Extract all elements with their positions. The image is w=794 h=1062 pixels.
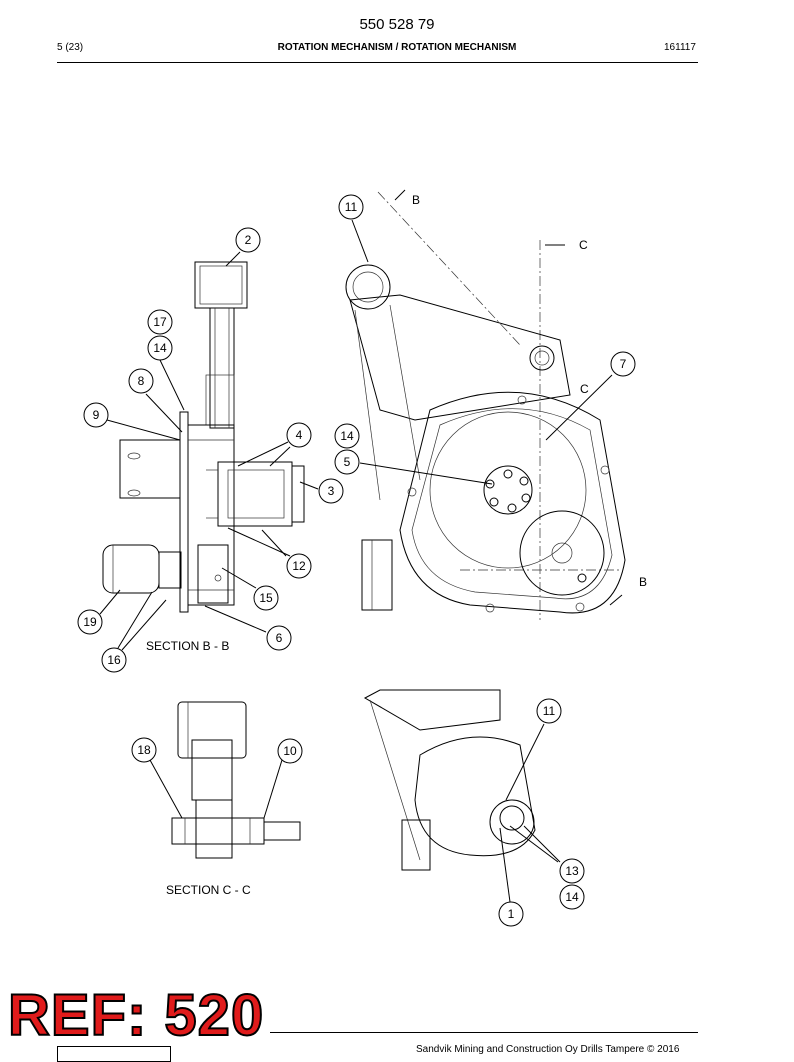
main-view-drawing (345, 189, 626, 620)
callout-10: 10 (277, 738, 303, 764)
svg-text:3: 3 (328, 484, 335, 498)
svg-text:16: 16 (107, 653, 121, 667)
callout-11-top: 11 (338, 194, 364, 220)
document-number: 550 528 79 (359, 16, 435, 33)
callout-12: 12 (286, 553, 312, 579)
callout-2: 2 (235, 227, 261, 253)
callout-14-bottom: 14 (559, 884, 585, 910)
svg-text:17: 17 (153, 315, 167, 329)
svg-text:4: 4 (296, 428, 303, 442)
svg-text:11: 11 (543, 704, 556, 718)
svg-text:14: 14 (153, 341, 167, 355)
callout-19: 19 (77, 609, 103, 635)
callout-8: 8 (128, 368, 154, 394)
svg-text:13: 13 (565, 864, 579, 878)
section-bb-drawing (102, 261, 305, 613)
callout-15: 15 (253, 585, 279, 611)
footer-copyright: Sandvik Mining and Construction Oy Drill… (416, 1044, 680, 1055)
footer-divider (270, 1032, 698, 1033)
svg-text:7: 7 (620, 357, 627, 371)
callout-16: 16 (101, 647, 127, 673)
svg-text:11: 11 (345, 200, 358, 214)
svg-text:19: 19 (83, 615, 97, 629)
page-number: 5 (23) (57, 42, 84, 53)
logo-box (57, 1046, 171, 1062)
svg-text:6: 6 (276, 631, 283, 645)
ref-stamp: REF: 520 (7, 982, 265, 1049)
bottom-view-drawing (363, 689, 536, 871)
svg-text:5: 5 (344, 455, 351, 469)
svg-text:14: 14 (565, 890, 579, 904)
callout-7: 7 (610, 351, 636, 377)
svg-text:18: 18 (137, 743, 151, 757)
header-divider (57, 62, 698, 63)
callout-5: 5 (334, 449, 360, 475)
svg-text:9: 9 (93, 408, 100, 422)
section-cc-drawing (171, 701, 301, 859)
callout-11-bottom: 11 (536, 698, 562, 724)
callout-9: 9 (83, 402, 109, 428)
callout-18: 18 (131, 737, 157, 763)
section-b-marker-bottom: B (639, 575, 647, 589)
callout-4: 4 (286, 422, 312, 448)
callout-1: 1 (498, 901, 524, 927)
section-c-marker-top: C (579, 238, 588, 252)
svg-text:15: 15 (259, 591, 273, 605)
document-date: 161117 (664, 42, 696, 53)
callout-13: 13 (559, 858, 585, 884)
page-title: ROTATION MECHANISM / ROTATION MECHANISM (277, 42, 517, 53)
section-cc-label: SECTION C - C (166, 883, 251, 897)
svg-text:2: 2 (245, 233, 252, 247)
svg-text:14: 14 (340, 429, 354, 443)
svg-text:12: 12 (292, 559, 306, 573)
callout-17: 17 (147, 309, 173, 335)
callout-14-mid: 14 (334, 423, 360, 449)
callout-14-left: 14 (147, 335, 173, 361)
leader-lines (99, 219, 613, 903)
section-b-marker-top: B (412, 193, 420, 207)
section-bb-label: SECTION B - B (146, 639, 229, 653)
section-c-marker-mid: C (580, 382, 589, 396)
callout-6: 6 (266, 625, 292, 651)
svg-text:8: 8 (138, 374, 145, 388)
svg-text:10: 10 (283, 744, 297, 758)
svg-text:1: 1 (508, 907, 515, 921)
callout-3: 3 (318, 478, 344, 504)
